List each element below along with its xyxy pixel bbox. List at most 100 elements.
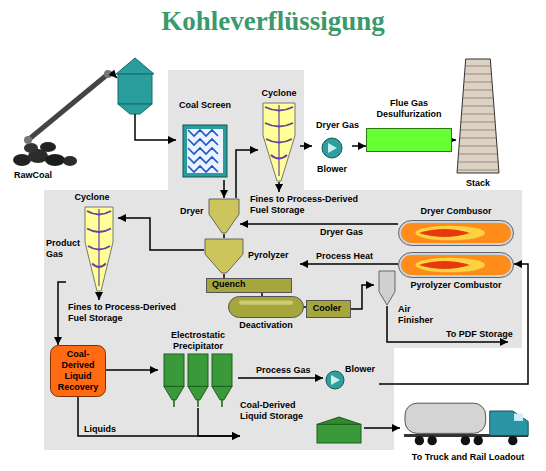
precipitator-hopper bbox=[164, 386, 184, 400]
process-unit: Pyrolyzer Combustor bbox=[398, 252, 514, 292]
process-unit: Coal-Derived Liquid Recovery bbox=[50, 345, 106, 397]
truck-wheel bbox=[508, 436, 517, 445]
stack-brick-row bbox=[460, 130, 495, 131]
unit-label: Quench bbox=[212, 279, 286, 290]
note-label: Fines to Process-Derived Fuel Storage bbox=[250, 194, 360, 216]
process-unit: Dryer Combusor bbox=[398, 206, 514, 246]
unit-shape bbox=[398, 252, 514, 278]
flow-label: Process Gas bbox=[256, 365, 318, 376]
stack-brick-row bbox=[464, 74, 491, 75]
unit-label: Stack bbox=[456, 178, 500, 189]
truck-wheel bbox=[415, 436, 424, 445]
precipitator-outlet bbox=[173, 400, 175, 407]
unit-shape bbox=[84, 206, 114, 292]
precipitator-cell bbox=[212, 354, 232, 386]
flow-label: Product Gas bbox=[46, 238, 86, 260]
combustor-chamber bbox=[401, 223, 511, 243]
flow-line bbox=[379, 264, 528, 384]
vessel-body bbox=[205, 239, 243, 273]
combustor-chamber bbox=[401, 255, 511, 275]
process-unit: Blower bbox=[323, 364, 379, 392]
blower-body bbox=[322, 138, 342, 158]
flow-line bbox=[78, 397, 240, 436]
stack-brick-row bbox=[465, 66, 491, 67]
drum-highlight bbox=[239, 300, 293, 304]
process-unit: Coal-Derived Liquid Storage bbox=[240, 400, 364, 444]
process-unit: Flue Gas Desulfurization bbox=[366, 98, 452, 154]
unit-label: Electrostatic Precipitator bbox=[158, 330, 238, 352]
unit-shape bbox=[321, 137, 343, 159]
truck-cab bbox=[490, 411, 528, 435]
unit-label: Blower bbox=[312, 164, 352, 175]
unit-label: Flue Gas Desulfurization bbox=[366, 98, 452, 120]
raw-coal-pile bbox=[13, 142, 77, 166]
unit-shape bbox=[456, 58, 500, 174]
note-label: Fines to Process-Derived Fuel Storage bbox=[68, 302, 178, 324]
unit-label: Pyrolyzer bbox=[248, 250, 300, 261]
flow-line bbox=[351, 285, 374, 309]
flow-line bbox=[364, 427, 400, 429]
flow-label: Dryer Gas bbox=[320, 227, 374, 238]
silo-body bbox=[118, 74, 152, 104]
vessel-band bbox=[307, 301, 351, 318]
screen-wave bbox=[188, 139, 218, 145]
unit-label: Blower bbox=[345, 364, 379, 375]
process-unit: Cooler bbox=[306, 300, 351, 318]
stack-brick-row bbox=[463, 90, 492, 91]
unit-label: Coal-Derived Liquid Recovery bbox=[53, 349, 103, 393]
process-unit: To Truck and Rail Loadout bbox=[400, 398, 536, 466]
truck-wheel bbox=[461, 436, 470, 445]
combustor-flame bbox=[419, 261, 470, 269]
truck-window bbox=[514, 414, 523, 421]
coal-lump bbox=[40, 142, 56, 152]
stack-brick-row bbox=[461, 122, 495, 123]
process-unit: Electrostatic Precipitator bbox=[158, 330, 238, 408]
unit-shape bbox=[325, 370, 345, 390]
cyclone-swirl bbox=[88, 246, 110, 250]
precipitator-cell bbox=[188, 354, 208, 386]
flow-line bbox=[223, 274, 225, 278]
process-unit: Dryer bbox=[180, 198, 240, 234]
unit-shape bbox=[182, 124, 228, 178]
stack-brick-row bbox=[463, 98, 494, 99]
cyclone-swirl bbox=[265, 123, 293, 127]
unit-shape bbox=[208, 198, 240, 234]
unit-shape bbox=[366, 128, 452, 152]
flow-line bbox=[223, 180, 225, 198]
truck-trailer bbox=[405, 403, 486, 433]
stack-brick-row bbox=[460, 138, 497, 139]
unit-label: Coal Screen bbox=[178, 100, 232, 111]
tank-body bbox=[317, 424, 361, 443]
flow-line bbox=[300, 145, 312, 147]
combustor-glow bbox=[415, 226, 485, 241]
unit-label: Dryer Combusor bbox=[398, 206, 514, 217]
stack-brick-row bbox=[457, 170, 498, 171]
unit-shape bbox=[378, 270, 396, 306]
blower-body bbox=[326, 371, 344, 389]
tank-roof bbox=[317, 417, 361, 424]
screen-wave bbox=[188, 157, 218, 163]
unit-shape bbox=[228, 296, 304, 318]
process-unit: Quench bbox=[206, 278, 292, 293]
truck-wheel bbox=[427, 436, 436, 445]
cyclone-body bbox=[85, 207, 113, 291]
flow-line bbox=[304, 306, 306, 308]
combustor-shell bbox=[399, 253, 514, 278]
flow-line bbox=[240, 223, 398, 225]
unit-label: Coal-Derived Liquid Storage bbox=[240, 400, 316, 422]
stack-brick-row bbox=[461, 114, 494, 115]
combustor-shell bbox=[399, 221, 514, 246]
unit-shape bbox=[262, 102, 296, 182]
flow-line bbox=[118, 218, 204, 250]
note-label: RawCoal bbox=[14, 170, 78, 181]
screen-wave bbox=[188, 166, 218, 172]
flow-label: Process Heat bbox=[316, 251, 382, 262]
cyclone-swirl bbox=[87, 229, 111, 233]
fines-arrow bbox=[98, 292, 100, 300]
combustor-flame bbox=[419, 229, 470, 237]
recovery-unit bbox=[51, 346, 106, 397]
belt-roller bbox=[104, 70, 112, 78]
process-unit: Cyclone bbox=[258, 88, 300, 182]
coal-lump bbox=[63, 156, 77, 166]
unit-label: Cooler bbox=[306, 303, 348, 314]
